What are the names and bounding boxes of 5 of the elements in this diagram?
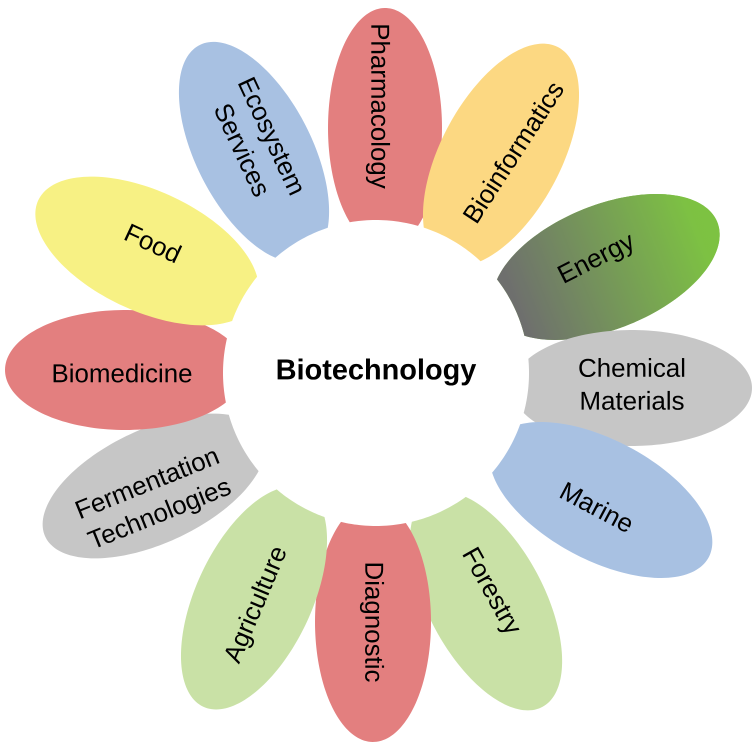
petal: Chemical Materials	[524, 330, 752, 446]
petal: Biomedicine	[5, 310, 227, 430]
petal: Pharmacology	[328, 8, 442, 226]
petal: Diagnostic	[315, 522, 431, 742]
center-label: Biotechnology	[278, 358, 476, 386]
